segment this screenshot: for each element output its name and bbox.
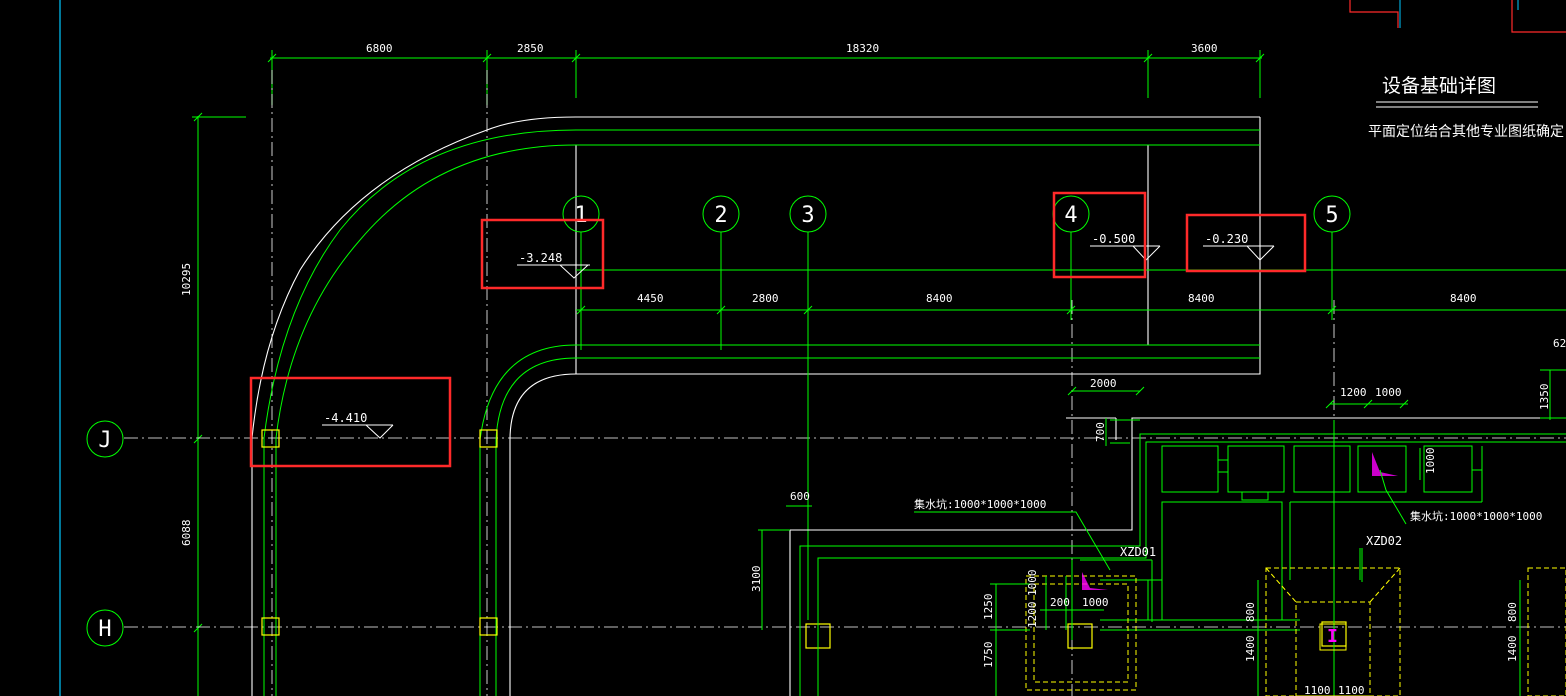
detail-dim-1200-a: 1200 [1340,386,1367,399]
detail-dim-1750: 1750 [982,642,995,669]
detail-dim-1250: 1250 [982,594,995,621]
detail-dim-62: 62 [1553,337,1566,350]
axis-bubble-5[interactable]: 5 [1313,195,1351,233]
detail-dim-600: 600 [790,490,810,503]
detail-dim-200: 200 [1050,596,1070,609]
leader-lines [914,469,1407,582]
top-dim-18320: 18320 [846,42,879,55]
axis-bubble-4[interactable]: 4 [1052,195,1090,233]
grid-lines [124,70,1566,696]
axis-bubble-2[interactable]: 2 [702,195,740,233]
highlight-box-1[interactable] [480,218,605,290]
spacing-dim-8400-a: 8400 [926,292,953,305]
detail-dim-800-b: 800 [1506,602,1519,622]
title-block-fragment [1349,0,1566,33]
pit-label-right: 集水坑:1000*1000*1000 [1410,509,1542,523]
elevation-value-4: -4.410 [324,411,367,425]
top-dim-6800: 6800 [366,42,393,55]
axis-bubble-j[interactable]: J [86,420,124,458]
detail-dim-3100: 3100 [750,566,763,593]
axis-label-1: 1 [574,203,587,228]
axis-bubble-h[interactable]: H [86,609,124,647]
drawing-note: 平面定位结合其他专业图纸确定 [1368,124,1564,140]
detail-dimension-lines [758,386,1521,696]
equipment-walls [789,417,1566,696]
equipment-structure [799,369,1566,696]
column-axis-lines [576,232,1566,620]
elevation-mark-1 [517,264,590,279]
spacing-dim-8400-b: 8400 [1188,292,1215,305]
left-dim-6088: 6088 [180,520,193,547]
highlight-boxes [249,191,1307,468]
detail-dim-1350: 1350 [1538,384,1551,411]
spacing-dim-4450: 4450 [637,292,664,305]
axis-label-j: J [98,428,111,453]
elevation-value-2: -0.500 [1092,232,1135,246]
top-dimension-chain [267,50,1265,105]
detail-dim-1000-b: 1000 [1026,570,1039,597]
axis-bubble-1[interactable]: 1 [562,195,600,233]
pit-label-left: 集水坑:1000*1000*1000 [914,497,1046,511]
equipment-foundations [1025,567,1566,696]
spacing-dim-8400-c: 8400 [1450,292,1477,305]
spacing-ticks [576,305,1337,315]
detail-dim-1000-c: 1000 [1424,448,1437,475]
axis-label-4: 4 [1064,203,1077,228]
detail-dim-1400-b: 1400 [1506,636,1519,663]
columns [261,429,1347,649]
detail-dim-1400-a: 1400 [1244,636,1257,663]
outer-wall [251,116,1261,696]
axis-bubble-3[interactable]: 3 [789,195,827,233]
left-dim-10295: 10295 [180,263,193,296]
detail-dim-1000-d: 1000 [1082,596,1109,609]
detail-dim-2000: 2000 [1090,377,1117,390]
equipment-markers: I [1082,452,1398,651]
elevation-value-1: -3.248 [519,251,562,265]
spacing-dim-2800: 2800 [752,292,779,305]
h-section-icon: I [1327,626,1338,647]
top-dim-2850: 2850 [517,42,544,55]
elevation-mark-4 [322,424,394,439]
elevation-value-3: -0.230 [1205,232,1248,246]
detail-dim-1100-a: 1100 [1304,684,1331,696]
top-dim-3600: 3600 [1191,42,1218,55]
highlight-box-4[interactable] [249,376,452,468]
detail-dim-1200-b: 1200 [1026,602,1039,629]
detail-dim-1000-a: 1000 [1375,386,1402,399]
equipment-tag-xzd01: XZD01 [1120,545,1156,559]
drawing-title: 设备基础详图 [1382,75,1496,97]
detail-dim-800-a: 800 [1244,602,1257,622]
axis-label-2: 2 [714,203,727,228]
elevation-mark-2 [1090,245,1161,261]
elevation-mark-3 [1203,245,1275,261]
axis-label-5: 5 [1325,203,1338,228]
left-dimension-chain [192,112,246,696]
highlight-box-3[interactable] [1185,213,1307,273]
detail-dim-1100-b: 1100 [1338,684,1365,696]
highlight-box-2[interactable] [1052,191,1147,279]
detail-dim-700: 700 [1094,422,1107,442]
axis-label-3: 3 [801,203,814,228]
axis-label-h: H [98,617,111,642]
equipment-tag-xzd02: XZD02 [1366,534,1402,548]
